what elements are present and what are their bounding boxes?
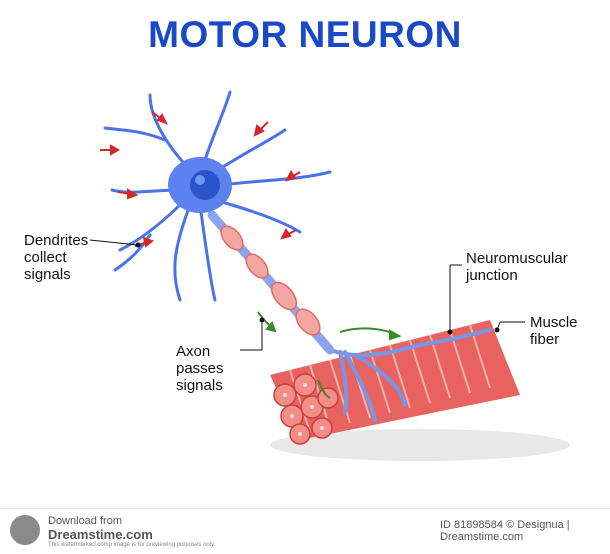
muscle-fiber-bundle (270, 320, 520, 445)
watermark-note: This watermarked comp image is for previ… (48, 542, 216, 548)
download-text: Download from (48, 515, 122, 527)
motor-neuron-diagram (89, 90, 570, 461)
label-leaders (89, 239, 525, 351)
diagram-title: MOTOR NEURON (148, 14, 462, 55)
cell-body (103, 90, 332, 302)
muscle-shadow (270, 429, 570, 461)
download-icon (10, 515, 40, 545)
signal-arrows (257, 311, 402, 399)
axon-terminals (328, 328, 492, 422)
watermark-footer: Download from Dreamstime.com This waterm… (0, 508, 610, 554)
nucleus (190, 170, 220, 200)
neuromuscular-junction-label: Neuromuscular junction (466, 250, 568, 284)
axon (207, 210, 335, 355)
input-arrows (100, 111, 301, 248)
site-name: Dreamstime.com (48, 527, 153, 542)
muscle-fiber-label: Muscle fiber (530, 314, 578, 348)
dendrites-label: Dendrites collect signals (24, 232, 89, 283)
image-id: ID 81898584 © Designua | Dreamstime.com (440, 519, 570, 543)
axon-label: Axon passes signals (176, 343, 224, 394)
